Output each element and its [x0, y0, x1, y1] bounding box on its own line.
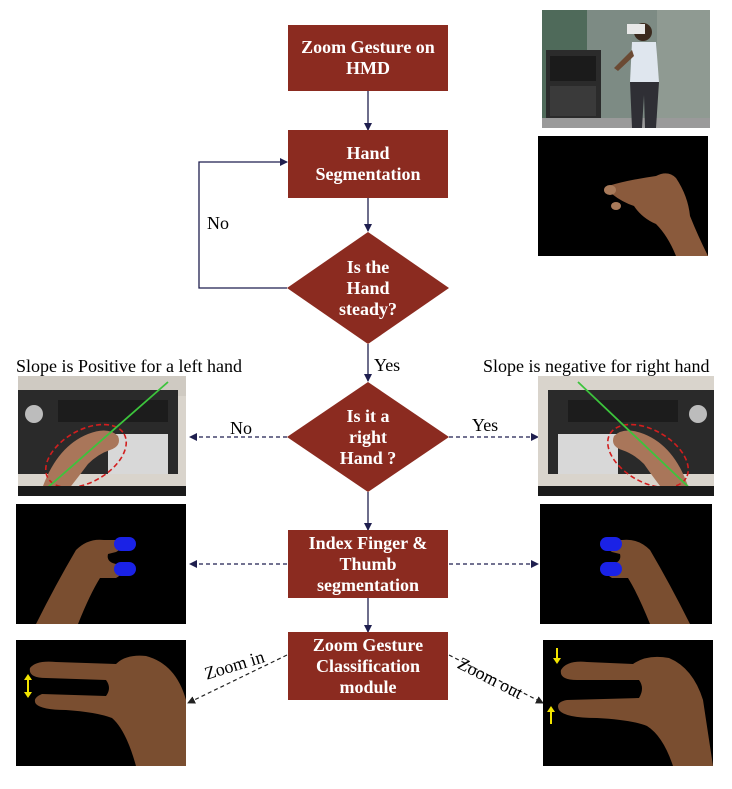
label-right-yes: Yes — [472, 415, 499, 435]
label-steady-yes: Yes — [374, 355, 401, 375]
node-hand-segmentation: Hand Segmentation — [288, 130, 448, 198]
arrow-steady-no-loop — [198, 158, 288, 289]
label-zoom-out: Zoom out — [454, 653, 527, 703]
left-fingertip-seg-photo — [16, 504, 186, 624]
right-hand-slope-photo — [538, 376, 714, 496]
zoom-in-photo — [16, 640, 186, 766]
decision-diamond-right-hand — [287, 382, 449, 492]
zoom-out-photo — [543, 640, 713, 766]
label-steady-no: No — [207, 213, 229, 233]
segmented-hand-photo — [538, 136, 708, 256]
caption-right-slope: Slope is negative for right hand — [483, 356, 710, 376]
right-fingertip-seg-photo — [540, 504, 712, 624]
hmd-user-photo — [542, 10, 710, 128]
caption-left-slope: Slope is Positive for a left hand — [16, 356, 242, 376]
label-zoom-in: Zoom in — [202, 646, 267, 684]
node-hand-steady: Is the Hand steady? — [339, 256, 397, 319]
node-right-hand: Is it a right Hand ? — [339, 405, 397, 468]
label-right-no: No — [230, 418, 252, 438]
arrow-zoom-in — [187, 654, 288, 704]
node-classification-module: Zoom Gesture Classification module — [288, 632, 448, 700]
node-zoom-gesture-hmd: Zoom Gesture on HMD — [288, 25, 448, 91]
node-finger-thumb-segmentation: Index Finger & Thumb segmentation — [288, 530, 448, 598]
decision-diamond-steady — [287, 232, 449, 344]
left-hand-slope-photo — [18, 376, 186, 496]
arrow-zoom-out — [448, 654, 544, 704]
